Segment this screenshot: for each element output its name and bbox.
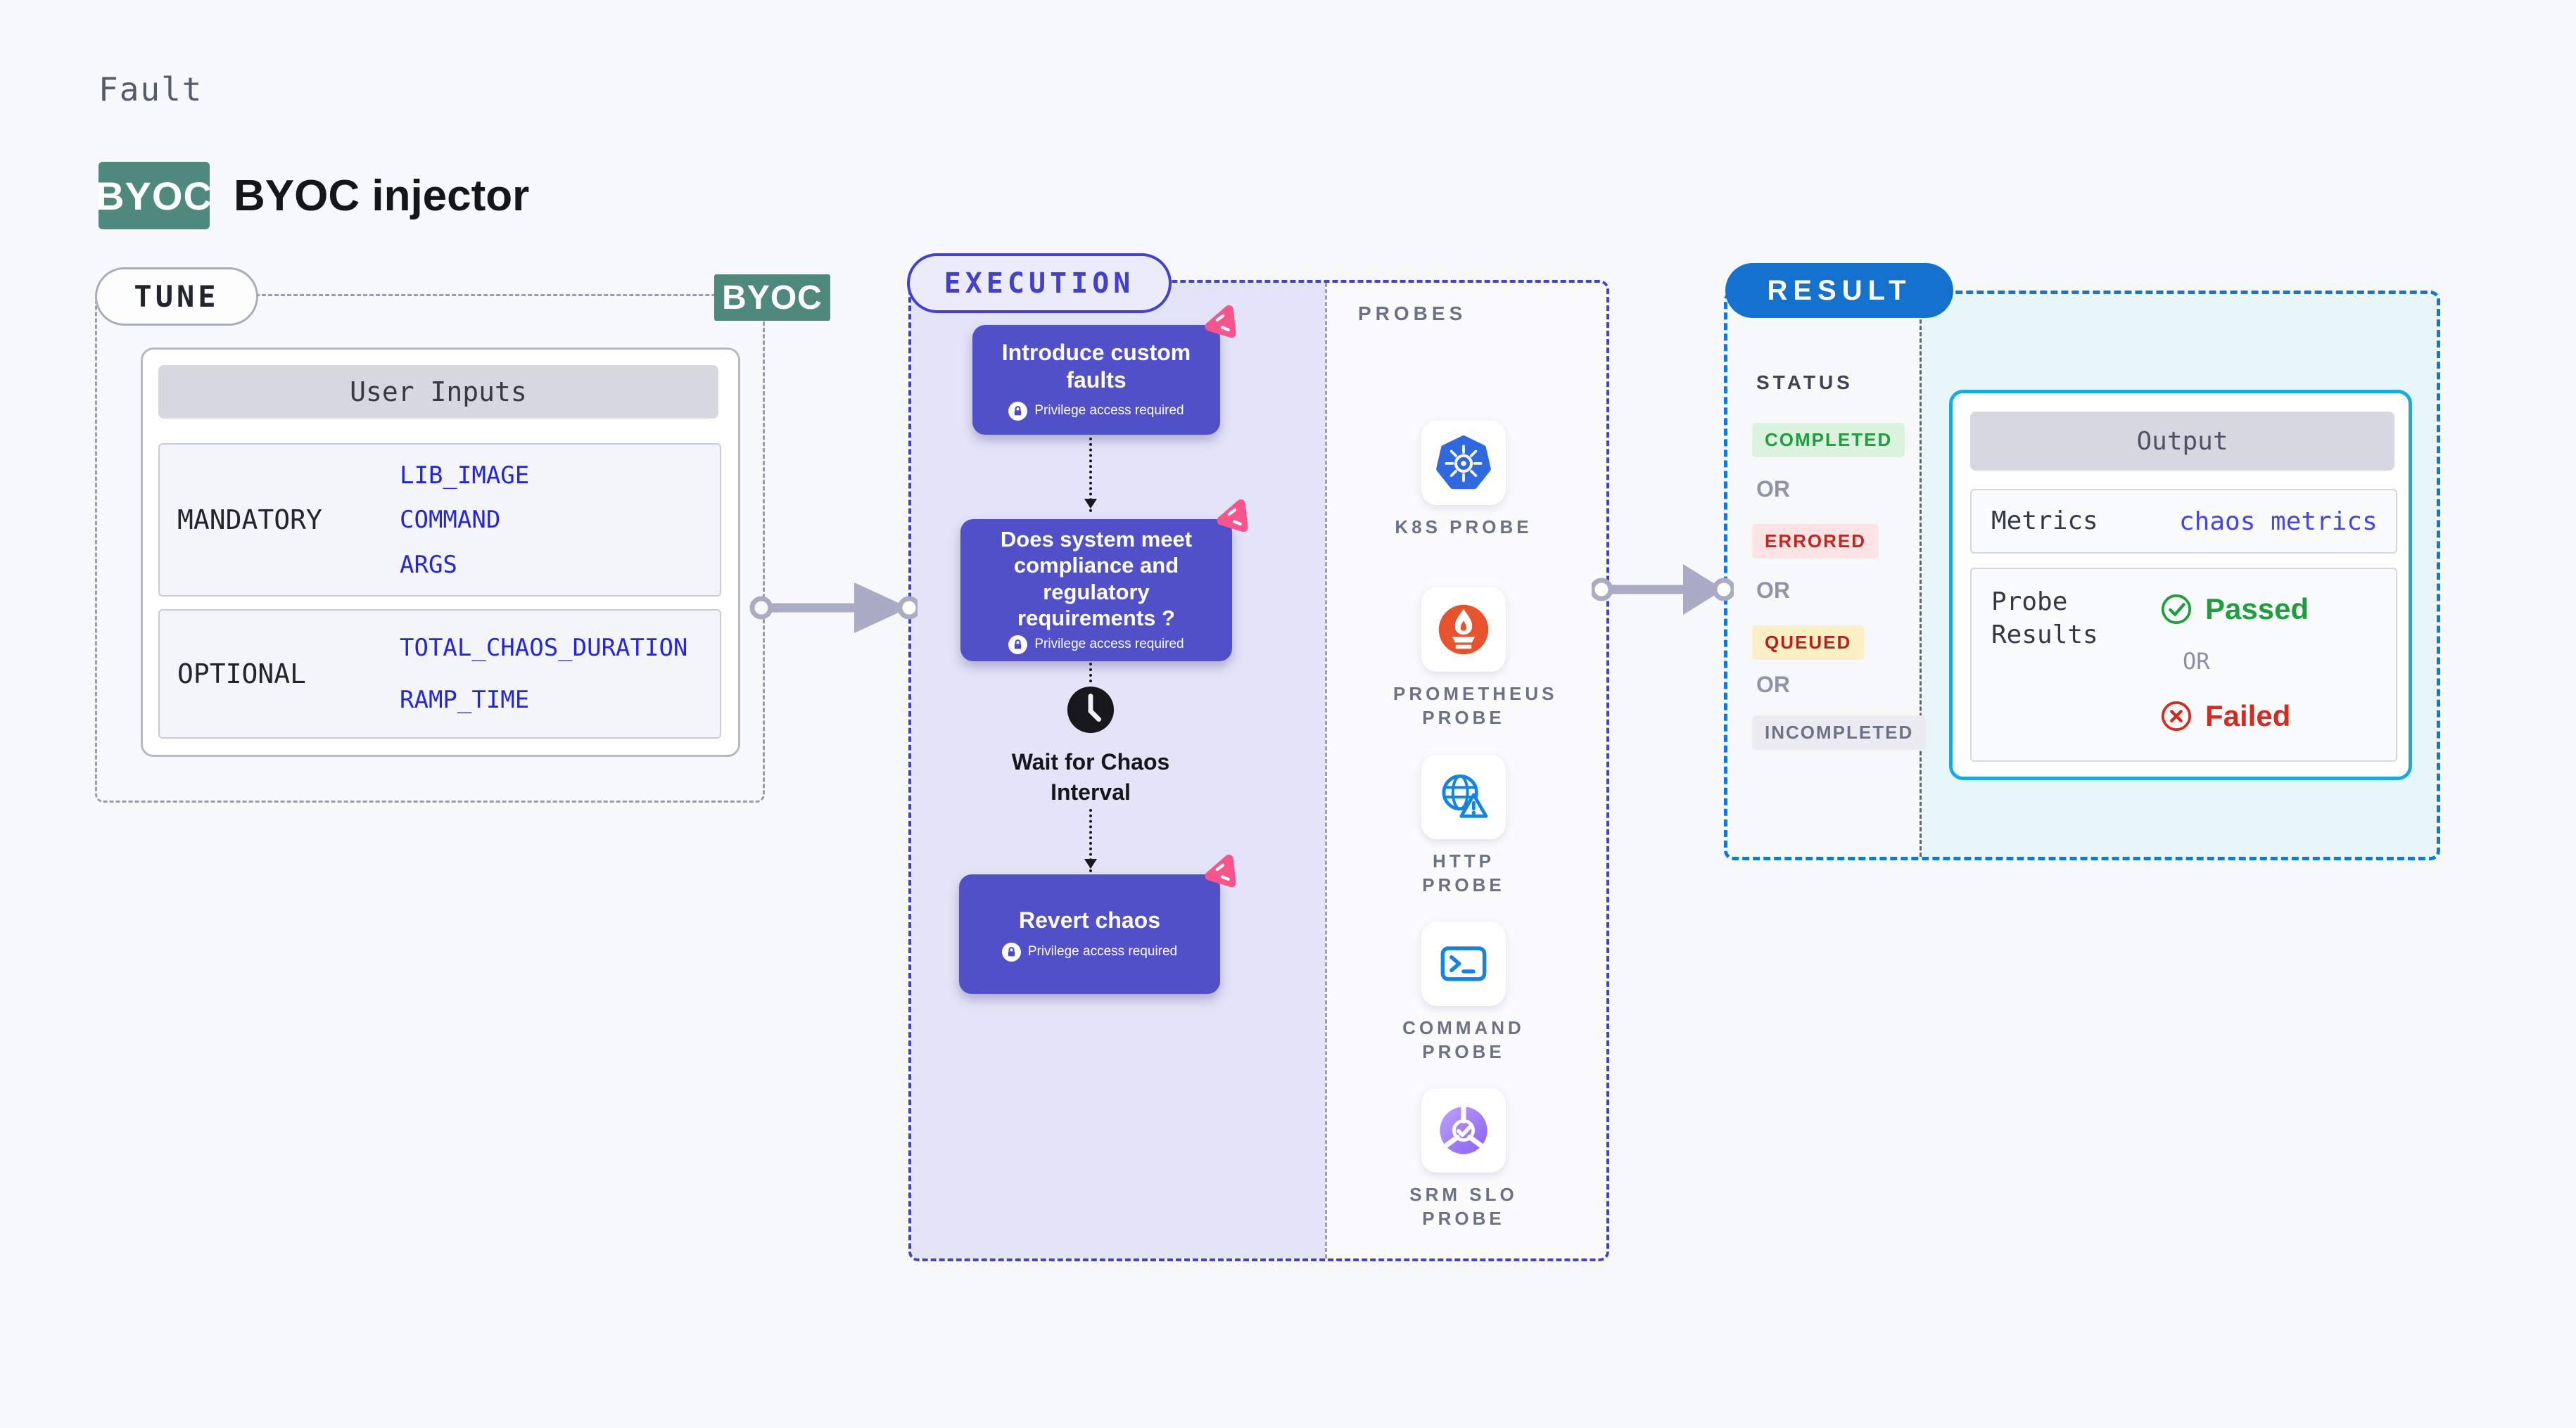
- metrics-row: Metrics chaos metrics: [1970, 489, 2397, 554]
- lock-icon: [1001, 942, 1021, 962]
- or-separator: OR: [1756, 476, 1790, 502]
- metrics-label: Metrics: [1991, 506, 2098, 535]
- status-badge-completed: COMPLETED: [1752, 423, 1905, 457]
- optional-label: OPTIONAL: [177, 658, 307, 689]
- probe-label-command: COMMAND PROBE: [1402, 1017, 1525, 1063]
- passed-verdict: Passed: [2160, 592, 2309, 626]
- result-section-pill: RESULT: [1725, 263, 1953, 318]
- lock-icon: [1008, 401, 1028, 421]
- node-compliance-check: Does system meet compliance and regulato…: [960, 499, 1248, 661]
- status-badge-queued: QUEUED: [1752, 625, 1865, 660]
- output-title: Output: [1970, 412, 2394, 471]
- status-badge-errored: ERRORED: [1752, 524, 1879, 559]
- node-introduce-custom-faults: Introduce custom faults Privilege access…: [972, 305, 1236, 435]
- clock-icon: [1067, 686, 1115, 734]
- optional-inputs-row: OPTIONAL TOTAL_CHAOS_DURATION RAMP_TIME: [158, 609, 721, 739]
- command-terminal-icon: [1440, 946, 1487, 981]
- arrow-right-icon: [749, 582, 918, 633]
- status-heading: STATUS: [1756, 371, 1853, 393]
- status-slot: COMPLETED: [1752, 423, 1905, 457]
- node-title: Does system meet compliance and regulato…: [1000, 527, 1193, 630]
- connector-arrow-down: [1084, 809, 1097, 872]
- privilege-row: Privilege access required: [1008, 635, 1184, 654]
- input-lib-image: LIB_IMAGE: [400, 461, 530, 490]
- metrics-value: chaos metrics: [2179, 506, 2378, 536]
- check-circle-icon: [2160, 593, 2193, 625]
- mandatory-inputs-row: MANDATORY LIB_IMAGE COMMAND ARGS: [158, 443, 721, 597]
- probe-card-srm-slo: [1421, 1088, 1506, 1173]
- probe-card-command: [1421, 922, 1506, 1006]
- byoc-corner-badge: BYOC: [714, 274, 830, 321]
- or-separator: OR: [1756, 578, 1790, 603]
- chaos-icon: [1217, 499, 1248, 533]
- x-circle-icon: [2160, 700, 2193, 732]
- execution-flow-panel: [911, 283, 1325, 1258]
- chaos-icon: [1205, 305, 1236, 338]
- privilege-row: Privilege access required: [1001, 942, 1178, 962]
- kubernetes-icon: [1436, 435, 1491, 490]
- probe-card-prometheus: [1421, 587, 1506, 672]
- probe-results-row: Probe Results Passed OR F: [1970, 568, 2397, 762]
- chaos-icon: [1205, 854, 1236, 888]
- probe-card-k8s: [1421, 421, 1506, 505]
- tune-section-pill: TUNE: [95, 267, 258, 326]
- probe-label-http: HTTP PROBE: [1422, 850, 1505, 896]
- or-separator: OR: [1756, 672, 1790, 697]
- connector-arrow-down: [1084, 438, 1097, 512]
- probe-label-prometheus: PROMETHEUS PROBE: [1393, 683, 1558, 729]
- status-slot: ERRORED: [1752, 524, 1879, 559]
- srm-slo-icon: [1440, 1104, 1487, 1154]
- byoc-title-badge: BYOC: [96, 162, 212, 229]
- page-header: BYOC BYOC injector: [96, 162, 530, 229]
- status-badge-incompleted: INCOMPLETED: [1752, 715, 1927, 750]
- page-title: BYOC injector: [234, 171, 530, 220]
- http-globe-icon: [1442, 774, 1488, 818]
- probe-label-srm-slo: SRM SLO PROBE: [1409, 1184, 1518, 1230]
- status-panel: [1727, 294, 1920, 857]
- mandatory-label: MANDATORY: [177, 504, 322, 535]
- failed-verdict: Failed: [2160, 699, 2290, 733]
- privilege-label: Privilege access required: [1034, 403, 1184, 419]
- input-ramp-time: RAMP_TIME: [400, 685, 530, 714]
- input-total-chaos-duration: TOTAL_CHAOS_DURATION: [400, 634, 688, 663]
- node-title: Introduce custom faults: [1001, 340, 1191, 393]
- input-args: ARGS: [400, 550, 457, 579]
- lock-icon: [1008, 635, 1028, 654]
- user-inputs-title: User Inputs: [158, 365, 718, 419]
- or-separator: OR: [2183, 648, 2210, 675]
- privilege-label: Privilege access required: [1027, 944, 1178, 960]
- privilege-row: Privilege access required: [1008, 401, 1184, 421]
- probe-results-label: Probe Results: [1991, 587, 2098, 649]
- prometheus-icon: [1438, 604, 1489, 655]
- node-title: Revert chaos: [1019, 907, 1160, 933]
- optional-values: TOTAL_CHAOS_DURATION RAMP_TIME: [400, 611, 687, 737]
- fault-category-label: Fault: [99, 70, 203, 108]
- node-revert-chaos: Revert chaos Privilege access required: [959, 854, 1236, 994]
- tune-section-container: [95, 294, 765, 803]
- arrow-right-icon: [1592, 564, 1734, 615]
- passed-label: Passed: [2205, 592, 2309, 625]
- mandatory-values: LIB_IMAGE COMMAND ARGS: [400, 445, 529, 595]
- connector-line: [1089, 663, 1092, 682]
- output-card: Output Metrics chaos metrics Probe Resul…: [1949, 390, 2412, 780]
- probe-label-k8s: K8S PROBE: [1395, 516, 1533, 537]
- status-slot: INCOMPLETED: [1752, 715, 1927, 750]
- failed-label: Failed: [2205, 699, 2291, 732]
- status-slot: QUEUED: [1752, 625, 1865, 660]
- input-command: COMMAND: [400, 506, 501, 534]
- privilege-label: Privilege access required: [1034, 637, 1184, 652]
- wait-interval-label: Wait for Chaos Interval: [1011, 749, 1170, 805]
- probe-card-http: [1421, 755, 1506, 839]
- execution-section-pill: EXECUTION: [907, 253, 1172, 313]
- probes-heading: PROBES: [1358, 302, 1467, 324]
